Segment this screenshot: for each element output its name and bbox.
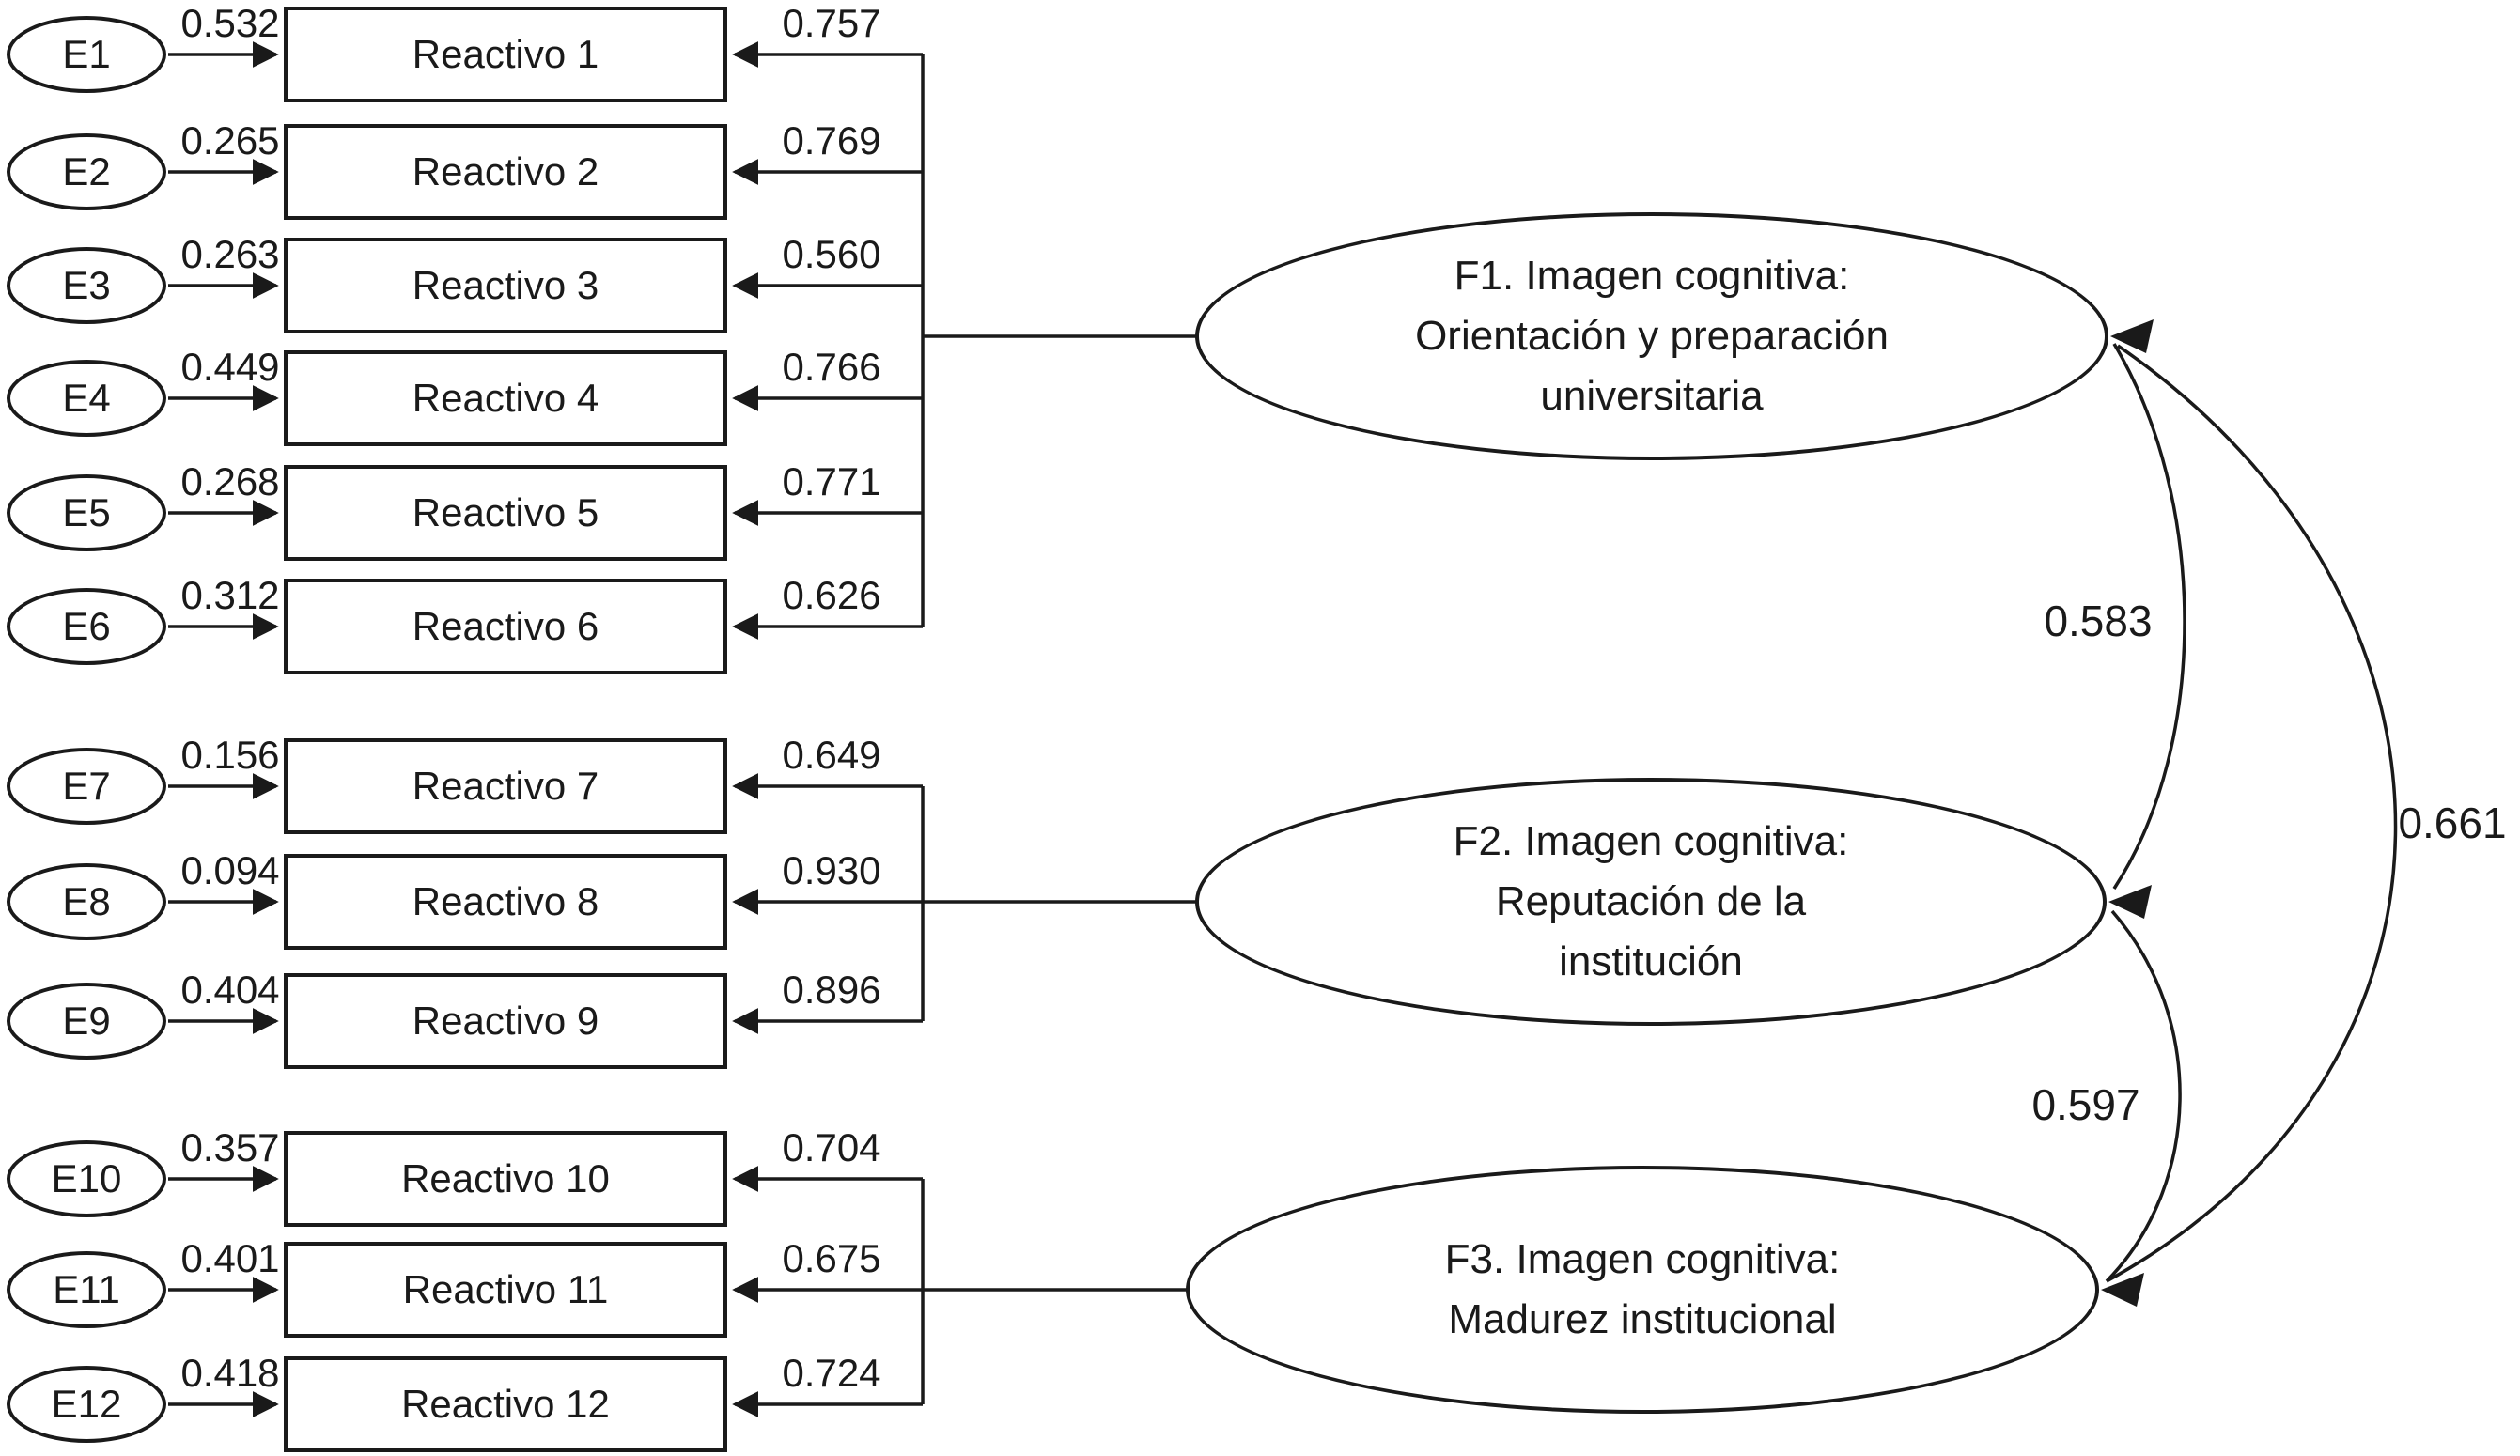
error-variance-label-e10: 0.357	[180, 1125, 280, 1169]
factor-ellipse-f1: F1. Imagen cognitiva: Orientación y prep…	[1195, 212, 2108, 460]
item-box-reactivo-8: Reactivo 8	[284, 854, 727, 950]
error-label: E12	[51, 1382, 122, 1426]
loading-label-r10: 0.704	[782, 1125, 881, 1169]
item-box-reactivo-2: Reactivo 2	[284, 124, 727, 220]
error-ellipse-e11: E11	[7, 1251, 166, 1328]
error-ellipse-e4: E4	[7, 360, 166, 437]
loading-label-r6: 0.626	[782, 573, 881, 617]
error-variance-label-e8: 0.094	[180, 848, 280, 892]
error-variance-label-e11: 0.401	[180, 1236, 280, 1280]
correlation-label-f2-f3: 0.597	[2031, 1080, 2140, 1129]
correlation-curve-f1-f2	[2112, 343, 2186, 890]
error-ellipse-e10: E10	[7, 1140, 166, 1217]
error-label: E2	[62, 149, 111, 194]
item-label: Reactivo 6	[412, 604, 599, 648]
item-label: Reactivo 4	[412, 376, 599, 420]
error-label: E1	[62, 32, 111, 76]
item-box-reactivo-4: Reactivo 4	[284, 350, 727, 446]
error-variance-label-e5: 0.268	[180, 459, 280, 503]
error-label: E5	[62, 490, 111, 534]
item-label: Reactivo 2	[412, 149, 599, 194]
loading-arrows	[732, 41, 923, 1417]
item-label: Reactivo 9	[412, 999, 599, 1043]
item-box-reactivo-12: Reactivo 12	[284, 1356, 727, 1452]
loading-label-r9: 0.896	[782, 968, 881, 1012]
factor-f3-line1: F3. Imagen cognitiva:	[1444, 1236, 1841, 1282]
item-box-reactivo-3: Reactivo 3	[284, 238, 727, 333]
item-label: Reactivo 12	[401, 1382, 610, 1426]
correlation-arrowheads	[2101, 319, 2154, 1307]
loading-label-r12: 0.724	[782, 1351, 881, 1395]
error-variance-label-e7: 0.156	[180, 733, 280, 777]
error-variance-label-e4: 0.449	[180, 345, 280, 389]
loading-label-r7: 0.649	[782, 733, 881, 777]
error-ellipse-e6: E6	[7, 588, 166, 665]
error-label: E8	[62, 879, 111, 923]
item-label: Reactivo 7	[412, 764, 599, 808]
factor-f2-line2: Reputación de la	[1495, 878, 1807, 924]
error-label: E3	[62, 263, 111, 307]
error-variance-label-e2: 0.265	[180, 118, 280, 163]
loading-label-r5: 0.771	[782, 459, 881, 503]
factor-f3-line2: Madurez institucional	[1448, 1296, 1837, 1342]
item-label: Reactivo 10	[401, 1156, 610, 1200]
factor-f2-line1: F2. Imagen cognitiva:	[1453, 818, 1849, 864]
error-label: E9	[62, 999, 111, 1043]
item-label: Reactivo 5	[412, 490, 599, 534]
item-box-reactivo-7: Reactivo 7	[284, 738, 727, 834]
loading-label-r8: 0.930	[782, 848, 881, 892]
error-label: E4	[62, 376, 111, 420]
arrowhead-into-f2	[2108, 885, 2152, 919]
item-label: Reactivo 11	[402, 1267, 609, 1311]
error-ellipse-e7: E7	[7, 748, 166, 825]
error-arrows	[168, 41, 279, 1417]
item-label: Reactivo 8	[412, 879, 599, 923]
loading-label-r1: 0.757	[782, 1, 881, 45]
error-ellipse-e9: E9	[7, 983, 166, 1060]
error-label: E11	[53, 1267, 120, 1311]
factor-f2-line3: institución	[1559, 938, 1743, 984]
correlation-curve-f2-f3	[2105, 909, 2182, 1283]
item-box-reactivo-6: Reactivo 6	[284, 579, 727, 674]
loading-label-r4: 0.766	[782, 345, 881, 389]
error-ellipse-e1: E1	[7, 16, 166, 93]
error-ellipse-e8: E8	[7, 863, 166, 940]
error-variance-label-e9: 0.404	[180, 968, 280, 1012]
item-box-reactivo-1: Reactivo 1	[284, 7, 727, 102]
error-label: E10	[51, 1156, 122, 1200]
loading-label-r11: 0.675	[782, 1236, 881, 1280]
error-label: E7	[62, 764, 111, 808]
item-box-reactivo-10: Reactivo 10	[284, 1131, 727, 1227]
error-variance-label-e3: 0.263	[180, 232, 280, 276]
error-variance-label-e12: 0.418	[180, 1351, 280, 1395]
error-ellipse-e12: E12	[7, 1366, 166, 1443]
arrowhead-into-f3	[2101, 1273, 2144, 1307]
loading-label-r3: 0.560	[782, 232, 881, 276]
item-box-reactivo-11: Reactivo 11	[284, 1242, 727, 1338]
factor-f1-line2: Orientación y preparación	[1415, 313, 1889, 359]
item-box-reactivo-9: Reactivo 9	[284, 973, 727, 1069]
factor-ellipse-f2: F2. Imagen cognitiva: Reputación de la i…	[1195, 778, 2107, 1026]
correlation-curves	[2105, 343, 2398, 1283]
item-label: Reactivo 3	[412, 263, 599, 307]
correlation-label-f1-f2: 0.583	[2044, 596, 2153, 645]
collector-lines	[921, 54, 1199, 1404]
correlation-curve-f1-f3	[2106, 344, 2398, 1283]
item-label: Reactivo 1	[412, 32, 599, 76]
factor-ellipse-f3: F3. Imagen cognitiva: Madurez institucio…	[1186, 1166, 2099, 1414]
error-variance-label-e1: 0.532	[180, 1, 280, 45]
error-ellipse-e5: E5	[7, 474, 166, 551]
factor-f1-line3: universitaria	[1540, 373, 1764, 419]
error-variance-label-e6: 0.312	[180, 573, 280, 617]
error-label: E6	[62, 604, 111, 648]
factor-f1-line1: F1. Imagen cognitiva:	[1454, 253, 1850, 299]
error-ellipse-e3: E3	[7, 247, 166, 324]
correlation-label-f1-f3: 0.661	[2398, 798, 2507, 847]
error-ellipse-e2: E2	[7, 133, 166, 210]
arrowhead-into-f1	[2110, 319, 2154, 353]
loading-label-r2: 0.769	[782, 118, 881, 163]
item-box-reactivo-5: Reactivo 5	[284, 465, 727, 561]
